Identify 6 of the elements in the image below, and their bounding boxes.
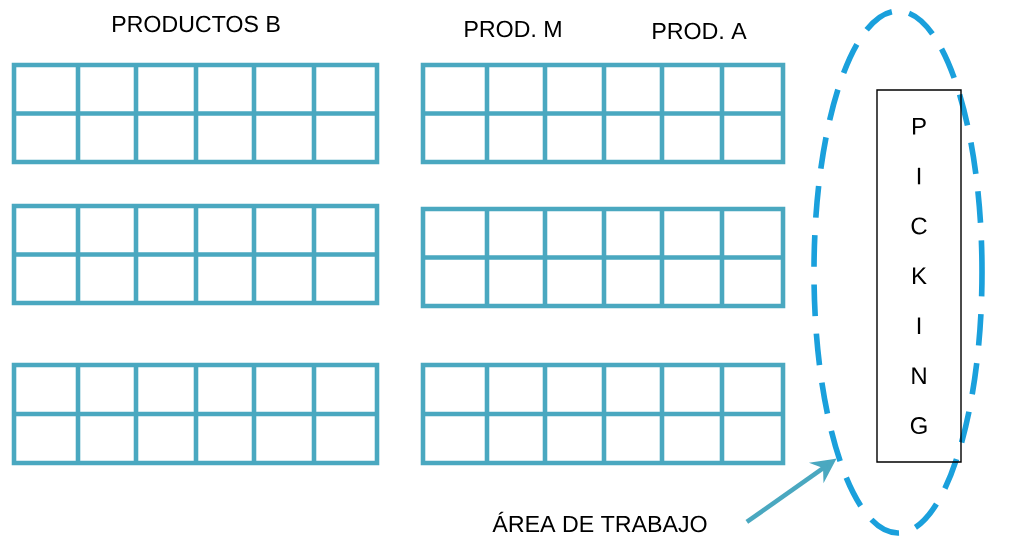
section-label: PRODUCTOS B [113, 15, 280, 33]
section-label: PROD. A [653, 22, 747, 40]
work-area-ellipse [811, 8, 985, 536]
section-label: PROD. M [465, 20, 561, 38]
picking-box: PICKING [876, 89, 962, 463]
area-label: ÁREA DE TRABAJO [492, 511, 707, 533]
